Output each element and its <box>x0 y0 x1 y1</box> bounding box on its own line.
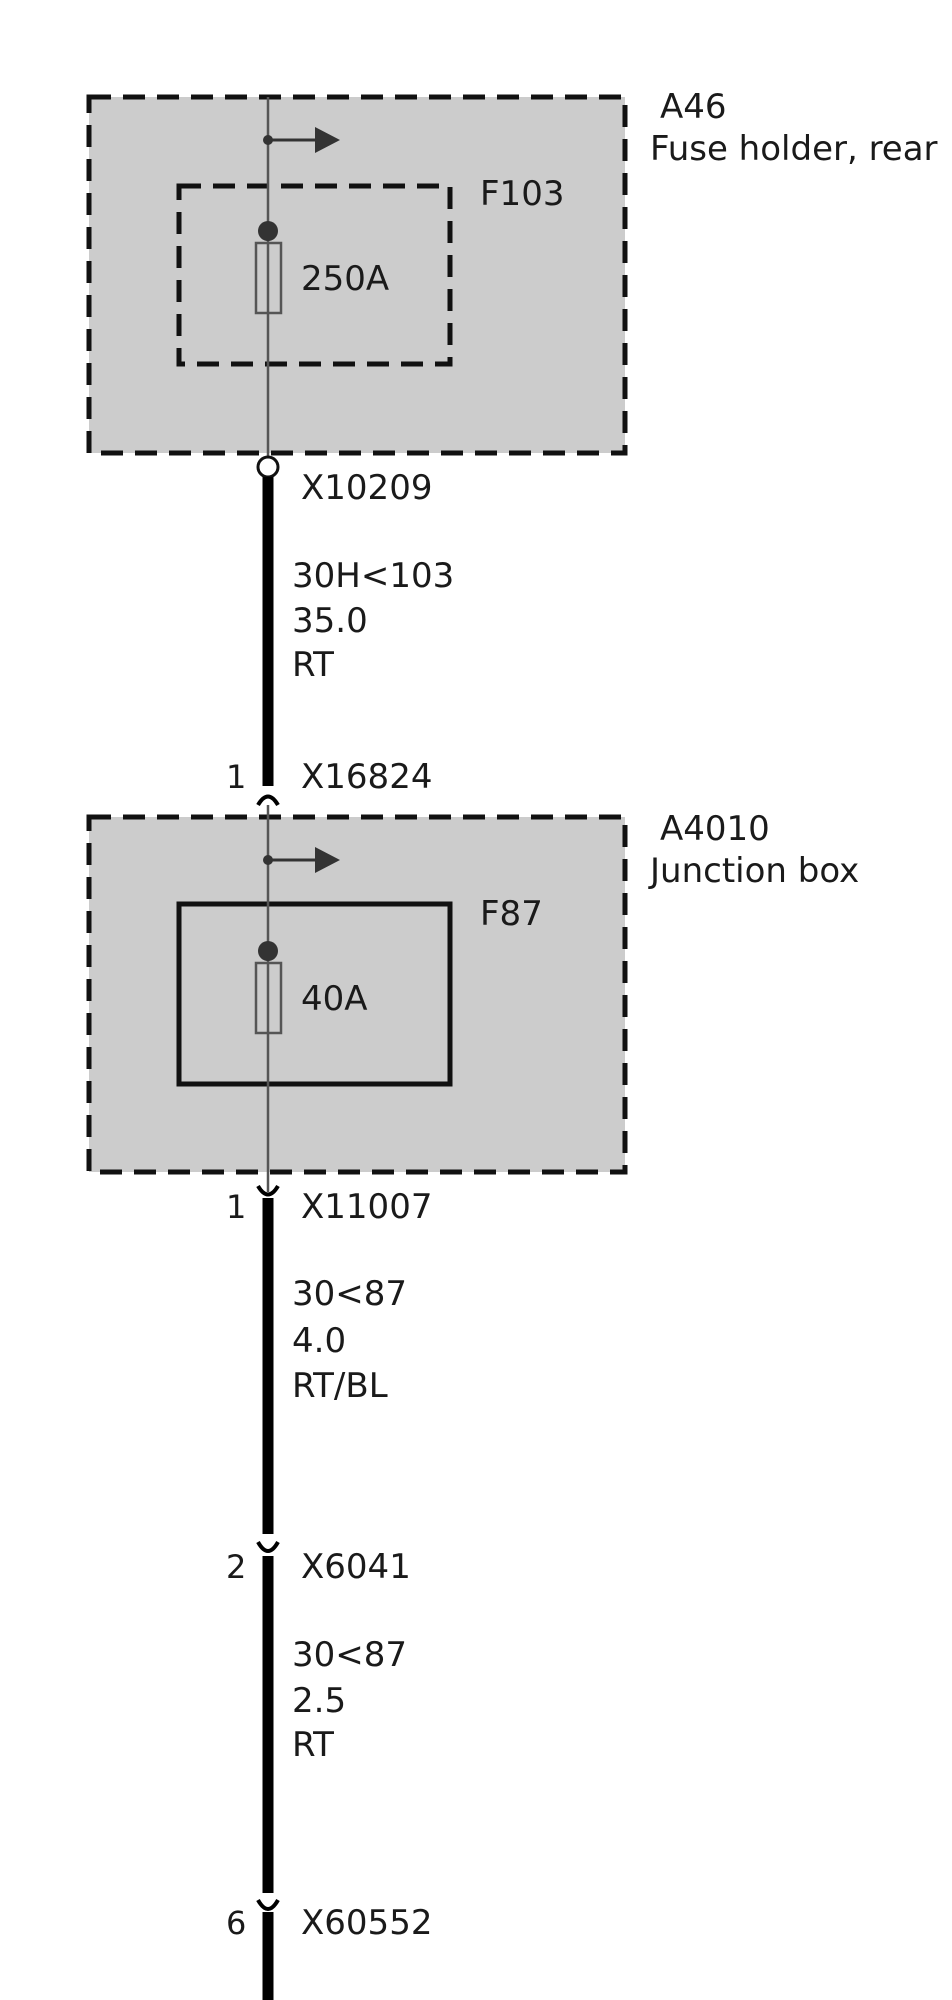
x6041-pin-label: 2 <box>226 1548 246 1586</box>
fuse-f103[interactable]: F103 250A <box>176 174 564 367</box>
wire-30-87-a[interactable]: 30<87 4.0 RT/BL <box>262 1198 407 1534</box>
arrow-right-icon <box>263 127 340 153</box>
arrow-right-icon <box>263 847 340 873</box>
wire-1-gauge: 35.0 <box>292 601 368 641</box>
connector-x16824[interactable]: 1 X16824 <box>226 757 432 807</box>
fuse-f103-symbol-icon <box>254 221 283 315</box>
f103-rating-label: 250A <box>301 259 389 299</box>
a46-housing <box>86 94 628 456</box>
wire-3-gauge: 2.5 <box>292 1681 346 1721</box>
x11007-id-label: X11007 <box>301 1187 432 1227</box>
x11007-connector-icon <box>256 1184 280 1197</box>
a4010-id-label: A4010 <box>660 809 770 849</box>
wire-1-color: RT <box>292 645 334 685</box>
x60552-connector-icon <box>256 1898 280 1911</box>
wire-30-87-b[interactable]: 30<87 2.5 RT <box>262 1556 407 1893</box>
wire-3-color: RT <box>292 1725 334 1765</box>
wire-3-signal: 30<87 <box>292 1635 407 1675</box>
wire-2-signal: 30<87 <box>292 1274 407 1314</box>
x16824-id-label: X16824 <box>301 757 432 797</box>
x10209-open-terminal-icon <box>256 455 280 479</box>
connector-x10209[interactable]: X10209 <box>256 455 432 508</box>
x16824-connector-icon <box>256 794 280 807</box>
x11007-pin-label: 1 <box>226 1188 246 1226</box>
a46-name-label: Fuse holder, rear <box>650 129 938 169</box>
connector-x6041[interactable]: 2 X6041 <box>226 1540 411 1587</box>
a4010-name-label: Junction box <box>648 851 859 891</box>
f87-housing <box>176 901 453 1087</box>
x60552-id-label: X60552 <box>301 1903 432 1943</box>
wire-30h-103[interactable]: 30H<103 35.0 RT <box>262 477 454 786</box>
wire-1-signal: 30H<103 <box>292 556 454 596</box>
wire-2-gauge: 4.0 <box>292 1321 346 1361</box>
f87-id-label: F87 <box>480 894 543 934</box>
a46-id-label: A46 <box>660 87 727 127</box>
x6041-connector-icon-top <box>256 1540 280 1553</box>
fuse-f87[interactable]: F87 40A <box>176 894 543 1087</box>
x60552-pin-label: 6 <box>226 1904 246 1942</box>
wire-2-color: RT/BL <box>292 1366 388 1406</box>
connector-x60552[interactable]: 6 X60552 <box>226 1898 432 1943</box>
x10209-id-label: X10209 <box>301 468 432 508</box>
x16824-pin-label: 1 <box>226 758 246 796</box>
component-a46[interactable]: A46 Fuse holder, rear <box>86 87 938 456</box>
f103-housing <box>176 183 453 367</box>
component-a4010[interactable]: A4010 Junction box <box>86 809 859 1175</box>
fuse-f87-symbol-icon <box>254 941 283 1035</box>
x6041-id-label: X6041 <box>301 1547 411 1587</box>
connector-x11007[interactable]: 1 X11007 <box>226 1184 432 1227</box>
f87-rating-label: 40A <box>301 979 368 1019</box>
f103-id-label: F103 <box>480 174 564 214</box>
